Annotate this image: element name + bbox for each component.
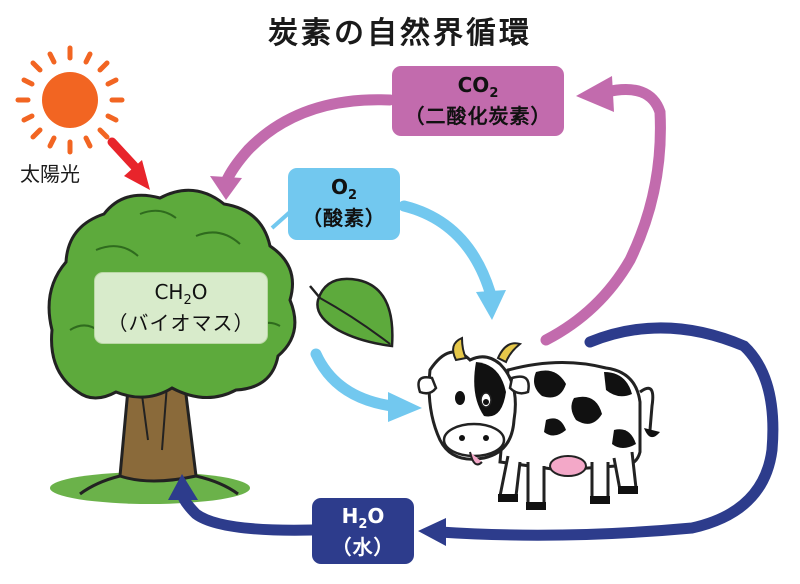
sun-icon (15, 45, 125, 155)
h2o-box: H2O （水） (312, 498, 414, 564)
cow-icon (417, 336, 660, 510)
h2o-arrows (168, 322, 779, 546)
leaf-icon (309, 277, 394, 348)
sunlight-label: 太陽光 (20, 162, 80, 186)
o2-formula: O2 (330, 175, 358, 203)
sunlight-arrow (107, 137, 150, 190)
o2-name: （酸素） (302, 205, 386, 230)
diagram-title: 炭素の自然界循環 (268, 16, 532, 51)
ch2o-formula: CH2O (154, 280, 208, 308)
co2-box: CO2 （二酸化炭素） (392, 66, 564, 136)
ch2o-name: （バイオマス） (107, 310, 255, 335)
h2o-formula: H2O (341, 504, 385, 532)
h2o-name: （水） (331, 534, 395, 559)
o2-arrows (270, 200, 506, 422)
tree-icon (47, 188, 297, 504)
co2-arrows (210, 76, 666, 346)
o2-box: O2 （酸素） (288, 168, 400, 240)
co2-name: （二酸化炭素） (404, 103, 552, 128)
ch2o-box: CH2O （バイオマス） (94, 272, 268, 344)
co2-formula: CO2 (457, 73, 499, 101)
